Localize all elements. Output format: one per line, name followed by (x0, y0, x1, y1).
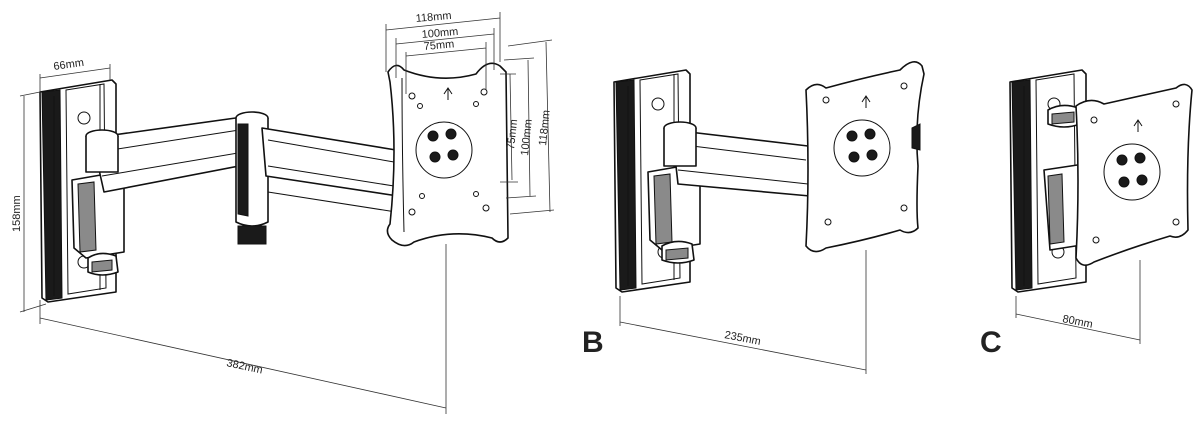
adjustment-knob-icon (87, 225, 267, 276)
adjustment-knob-icon (661, 240, 695, 264)
up-arrow-icon (443, 87, 453, 100)
dimension-lines-c: 80mm (1015, 260, 1141, 344)
swing-arm-icon (85, 111, 399, 227)
mount-a: 66mm 158mm 382mm 118mm 100mm 75mm 75mm 1… (11, 10, 555, 414)
vesa-plate-icon (1075, 83, 1193, 266)
up-arrow-icon (861, 95, 871, 108)
adjustment-knob-icon (1047, 104, 1081, 128)
dim-vesa-h-75: 75mm (423, 38, 454, 53)
dim-vesa-v-118: 118mm (537, 109, 553, 146)
dim-vesa-v-75: 75mm (505, 119, 520, 151)
dim-vesa-h-100: 100mm (421, 26, 459, 41)
dim-plate-height: 158mm (11, 195, 23, 232)
vesa-plate-icon (805, 61, 925, 253)
variant-label-c: C (980, 326, 1002, 359)
dim-vesa-h-118: 118mm (415, 10, 452, 25)
swing-arm-icon (663, 121, 811, 197)
variant-label-b: B (582, 326, 604, 359)
mount-b: 235mm B (582, 61, 925, 374)
vesa-plate-icon (386, 62, 509, 247)
dim-extension-a: 382mm (225, 357, 263, 376)
dim-extension-c: 80mm (1061, 313, 1093, 331)
mount-c: 80mm C (980, 69, 1193, 359)
dim-vesa-v-100: 100mm (519, 119, 535, 157)
dim-plate-width: 66mm (53, 57, 85, 73)
dim-extension-b: 235mm (723, 329, 761, 348)
up-arrow-icon (1133, 119, 1143, 132)
